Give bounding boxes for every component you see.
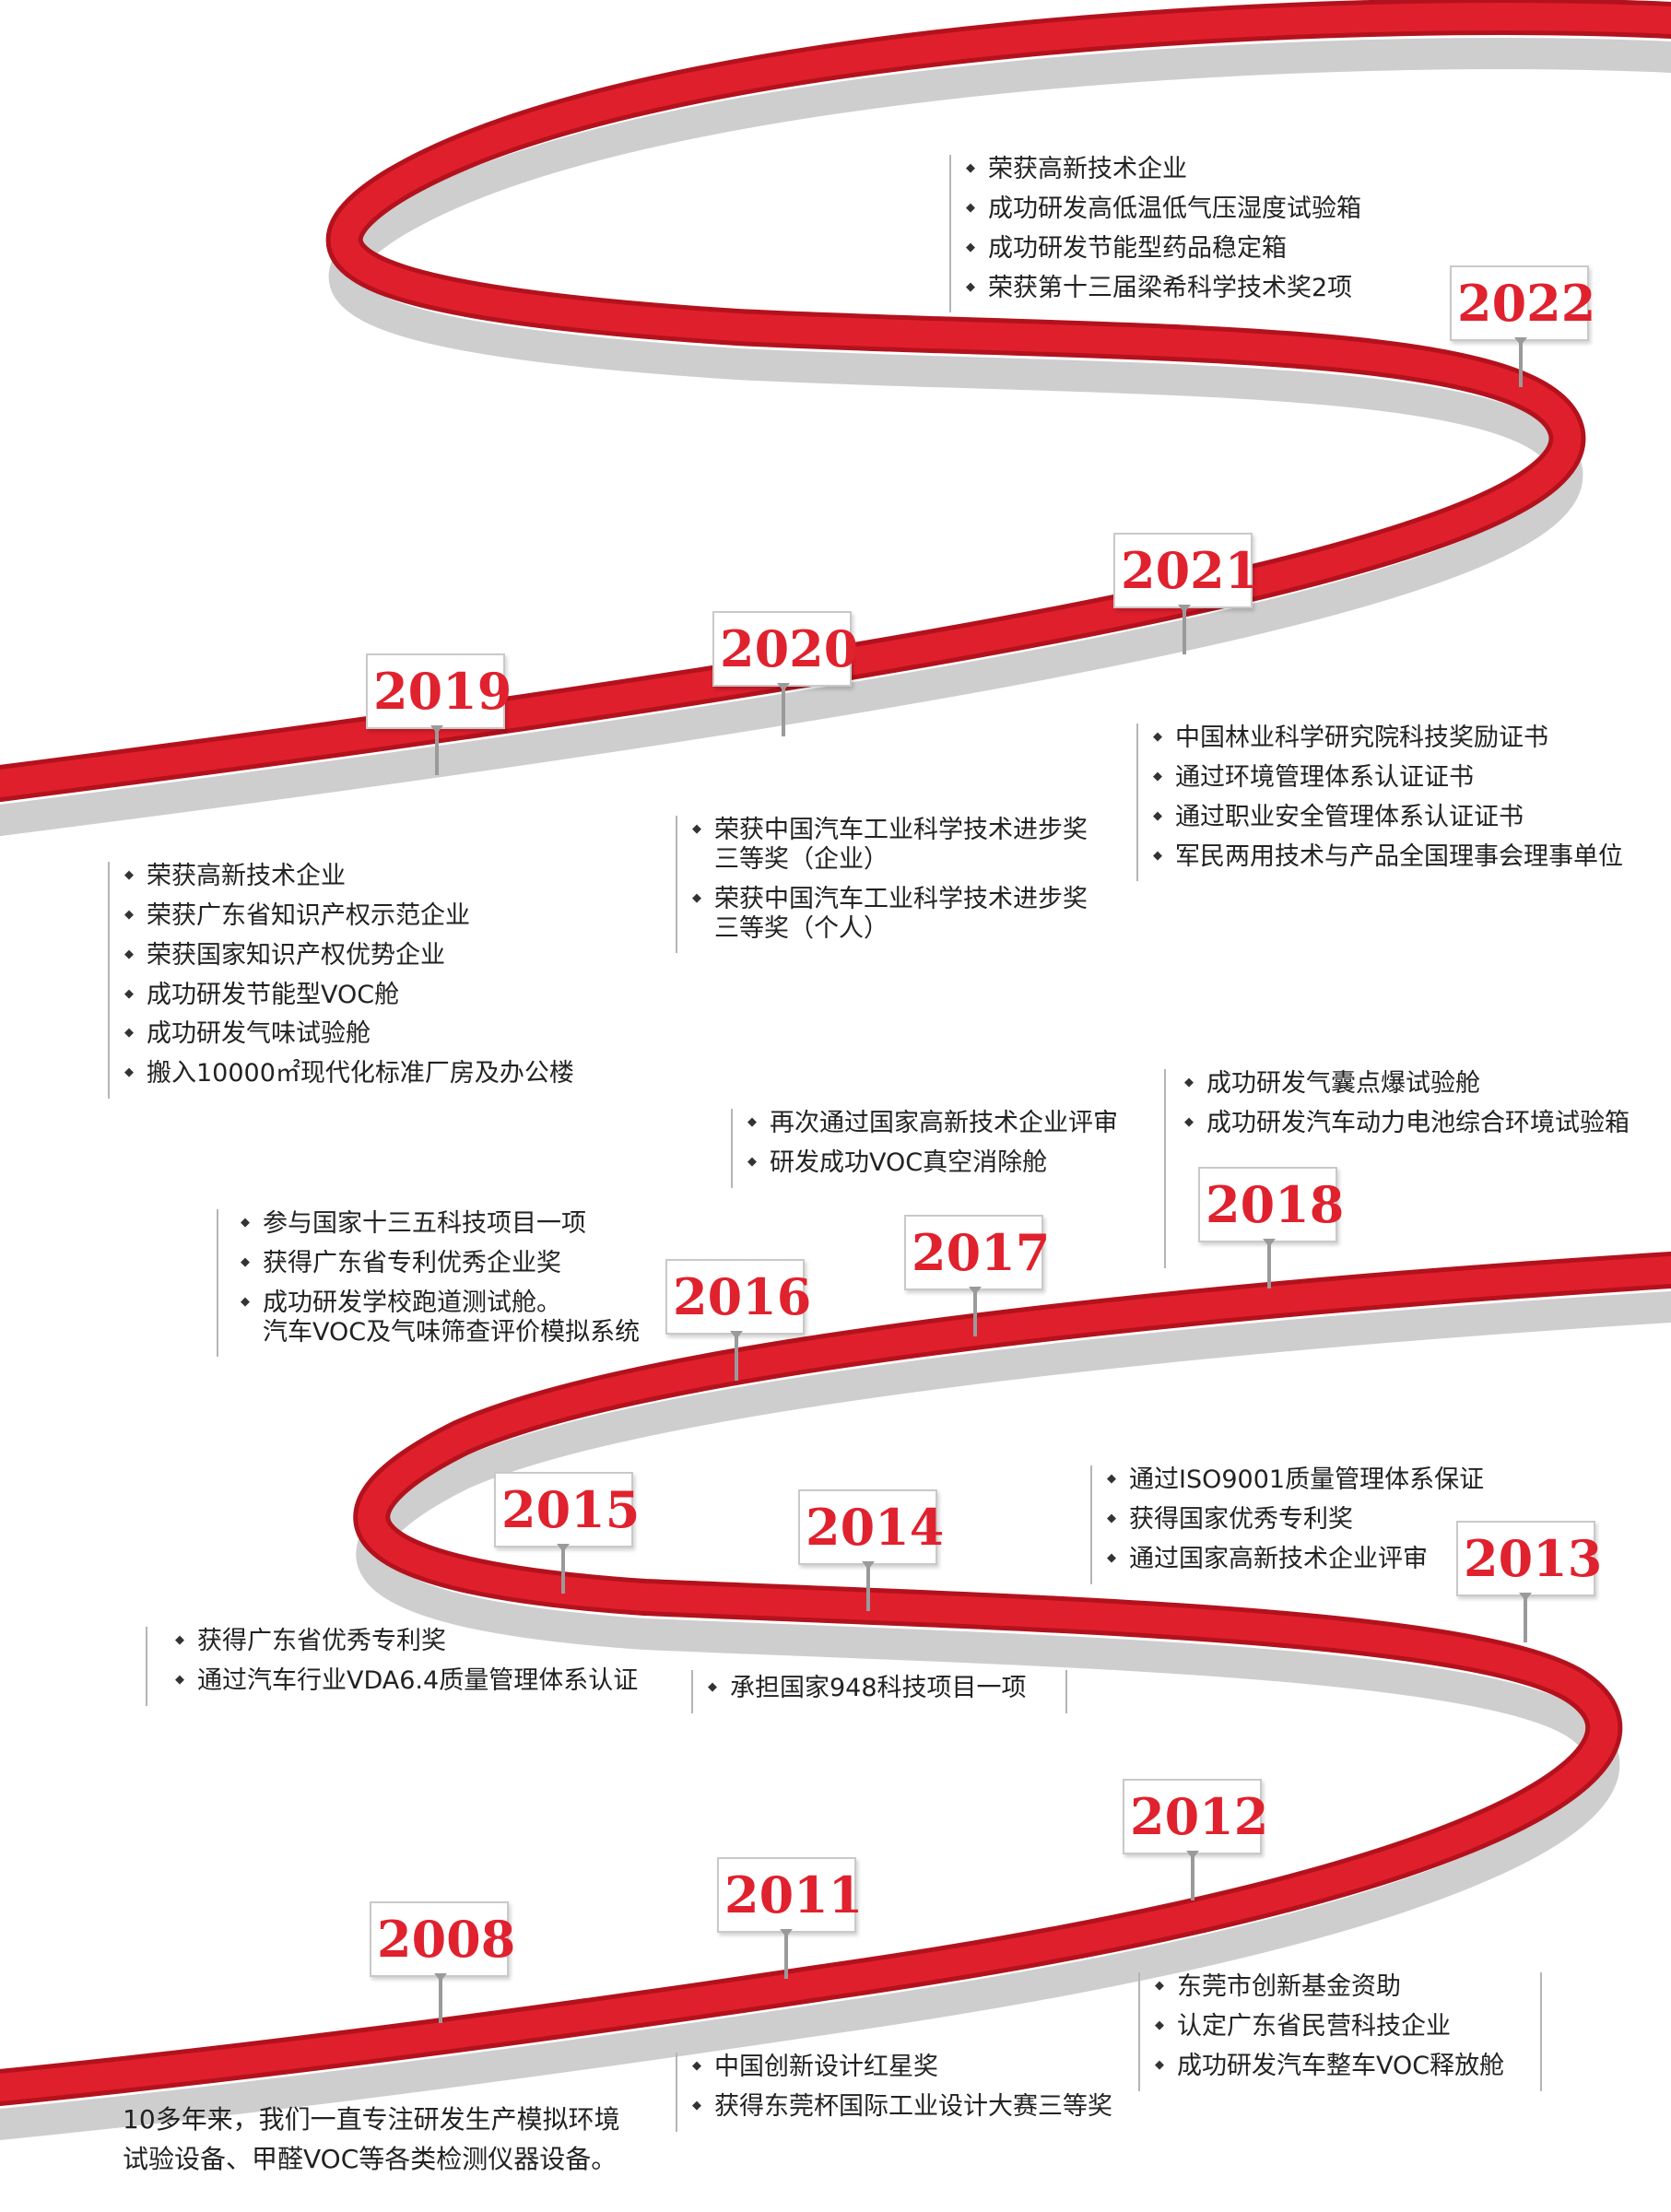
ribbon-shadow [0,38,1671,2140]
year-2008: 2008 [370,1901,515,1977]
list-item: 通过职业安全管理体系认证证书 [1151,803,1667,832]
year-2012-stem [1186,1851,1199,1900]
list-item: 再次通过国家高新技术企业评审 [746,1109,1170,1138]
list-item: 成功研发节能型药品稳定箱 [964,234,1443,264]
list-item: 荣获中国汽车工业科学技术进步奖 三等奖（企业） [690,816,1133,875]
milestone-2019-list: 荣获高新技术企业 荣获广东省知识产权示范企业 荣获国家知识产权优势企业 成功研发… [108,862,639,1100]
list-item: 搬入10000㎡现代化标准厂房及办公楼 [123,1059,639,1088]
ribbon-shadow-1 [0,1291,1671,2140]
milestone-2020-list: 荣获中国汽车工业科学技术进步奖 三等奖（企业） 荣获中国汽车工业科学技术进步奖 … [676,816,1133,954]
year-2022-stem [1514,337,1527,387]
year-2018-stem [1263,1239,1276,1288]
milestone-2015-list: 获得广东省优秀专利奖 通过汽车行业VDA6.4质量管理体系认证 [146,1627,717,1706]
year-2012: 2012 [1123,1779,1268,1854]
list-item: 获得广东省优秀专利奖 [173,1627,717,1656]
list-item: 通过国家高新技术企业评审 [1105,1545,1474,1574]
milestone-2011-list: 中国创新设计红星奖 获得东莞杯国际工业设计大赛三等奖 [676,2053,1124,2132]
year-2021-stem [1178,605,1191,654]
milestone-2018-list: 成功研发气囊点爆试验舱 成功研发汽车动力电池综合环境试验箱 [1164,1069,1671,1268]
list-item: 中国林业科学研究院科技奖励证书 [1151,724,1667,753]
year-2008-stem [434,1973,447,2023]
year-2017: 2017 [904,1215,1050,1290]
year-2014: 2014 [798,1489,944,1565]
list-item: 成功研发气囊点爆试验舱 [1183,1069,1671,1099]
year-2015-stem [557,1544,570,1594]
list-item: 成功研发汽车动力电池综合环境试验箱 [1183,1109,1671,1138]
ribbon-body-1 [0,1256,1671,2101]
list-item: 获得广东省专利优秀企业奖 [239,1249,690,1278]
list-item: 成功研发高低温低气压湿度试验箱 [964,194,1443,224]
list-item: 荣获高新技术企业 [123,862,639,891]
milestone-2012-list: 东莞市创新基金资助 认定广东省民营科技企业 成功研发汽车整车VOC释放舱 [1138,1972,1542,2091]
list-item: 中国创新设计红星奖 [690,2053,1124,2082]
list-item: 东莞市创新基金资助 [1153,1972,1540,2002]
year-2017-stem [969,1287,982,1336]
list-item: 通过环境管理体系认证证书 [1151,763,1667,793]
year-2020: 2020 [712,611,858,687]
list-item: 军民两用技术与产品全国理事会理事单位 [1151,842,1667,872]
year-2011: 2011 [717,1857,863,1933]
milestone-2022-list: 荣获高新技术企业 成功研发高低温低气压湿度试验箱 成功研发节能型药品稳定箱 荣获… [949,155,1443,313]
list-item: 成功研发节能型VOC舱 [123,981,639,1010]
milestone-2021-list: 中国林业科学研究院科技奖励证书 通过环境管理体系认证证书 通过职业安全管理体系认… [1136,724,1667,882]
year-2019-stem [430,725,443,775]
year-2015: 2015 [494,1472,640,1547]
intro-note: 10多年来，我们一直专注研发生产模拟环境 试验设备、甲醛VOC等各类检测仪器设备… [123,2104,620,2175]
list-item: 荣获中国汽车工业科学技术进步奖 三等奖（个人） [690,885,1133,944]
list-item: 参与国家十三五科技项目一项 [239,1209,690,1239]
milestone-2014-list: 承担国家948科技项目一项 [691,1670,1067,1713]
milestone-2013-list: 通过ISO9001质量管理体系保证 获得国家优秀专利奖 通过国家高新技术企业评审 [1090,1465,1484,1584]
list-item: 认定广东省民营科技企业 [1153,2012,1540,2041]
list-item: 荣获第十三届梁希科学技术奖2项 [964,274,1443,303]
year-2014-stem [862,1561,875,1611]
list-item: 荣获高新技术企业 [964,155,1443,184]
year-2019: 2019 [366,653,512,729]
list-item: 通过汽车行业VDA6.4质量管理体系认证 [173,1666,717,1696]
year-2020-stem [777,683,790,736]
list-item: 获得国家优秀专利奖 [1105,1505,1474,1535]
list-item: 研发成功VOC真空消除舱 [746,1148,1170,1178]
list-item: 成功研发气味试验舱 [123,1019,639,1049]
list-item: 获得东莞杯国际工业设计大赛三等奖 [690,2092,1124,2122]
milestone-2017-list: 再次通过国家高新技术企业评审 研发成功VOC真空消除舱 [731,1109,1170,1188]
list-item: 荣获国家知识产权优势企业 [123,941,639,971]
year-2022: 2022 [1450,265,1595,341]
milestone-2016-list: 参与国家十三五科技项目一项 获得广东省专利优秀企业奖 成功研发学校跑道测试舱。 … [217,1209,690,1358]
ribbon-shadow-0 [0,38,1671,836]
year-2021: 2021 [1113,533,1259,608]
list-item: 承担国家948科技项目一项 [706,1674,1065,1703]
year-2013-stem [1519,1593,1532,1642]
list-item: 成功研发汽车整车VOC释放舱 [1153,2052,1540,2081]
year-2018: 2018 [1198,1167,1344,1242]
list-item: 荣获广东省知识产权示范企业 [123,901,639,931]
year-2011-stem [780,1929,793,1979]
list-item: 成功研发学校跑道测试舱。 汽车VOC及气味筛查评价模拟系统 [239,1288,690,1347]
year-2013: 2013 [1456,1521,1602,1596]
year-2016-stem [730,1331,743,1381]
list-item: 通过ISO9001质量管理体系保证 [1105,1465,1484,1495]
